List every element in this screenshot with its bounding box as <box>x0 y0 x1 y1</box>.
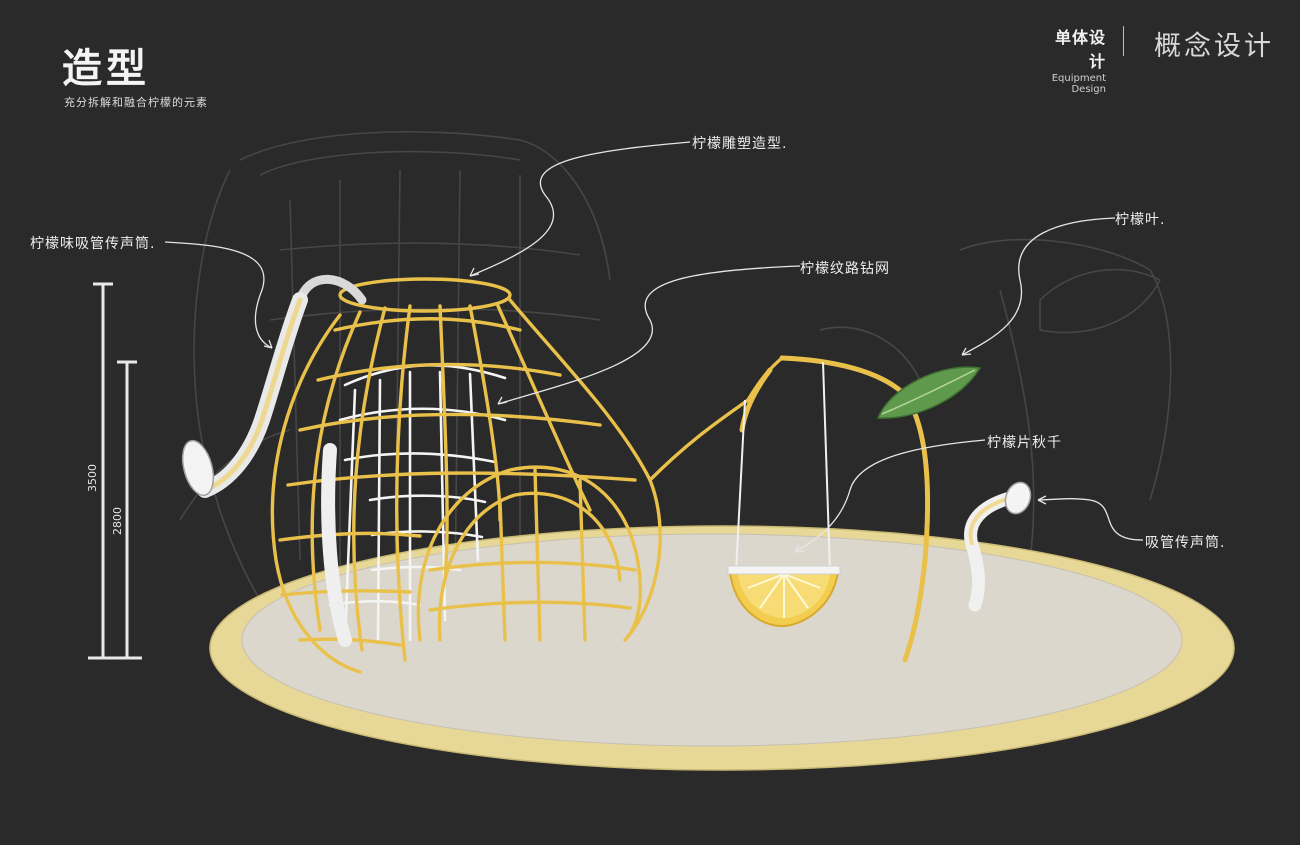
page-title: 造型 <box>62 46 150 92</box>
straw-horn-left <box>181 274 367 647</box>
brand-section: 单体设计 Equipment Design <box>1052 24 1106 95</box>
brand-stage: 概念设计 <box>1154 31 1274 62</box>
background-ghost-sketch <box>179 131 1172 631</box>
straw-horn-right <box>964 481 1032 612</box>
label-sculpture: 柠檬雕塑造型. <box>692 136 788 152</box>
brand-section-en: Equipment Design <box>1051 73 1106 95</box>
brand-section-cn: 单体设计 <box>1054 28 1106 71</box>
lemon-slice-swing <box>727 361 841 628</box>
dimension-inner-height: 2800 <box>111 507 124 535</box>
dimension-total-height: 3500 <box>86 464 99 492</box>
brand-divider <box>1123 26 1124 56</box>
lemon-sculpture-frame <box>270 277 784 674</box>
lemon-leaf <box>876 366 982 419</box>
label-leaf: 柠檬叶. <box>1115 212 1166 228</box>
platform <box>209 525 1235 771</box>
label-straw-horn-right: 吸管传声筒. <box>1145 535 1226 551</box>
label-swing: 柠檬片秋千 <box>987 435 1062 451</box>
label-net: 柠檬纹路钻网 <box>800 261 890 277</box>
label-straw-horn-left: 柠檬味吸管传声筒. <box>30 236 156 252</box>
page-subtitle: 充分拆解和融合柠檬的元素 <box>64 96 208 109</box>
annotation-leaders <box>164 141 1144 553</box>
dimension-lines <box>88 282 142 660</box>
